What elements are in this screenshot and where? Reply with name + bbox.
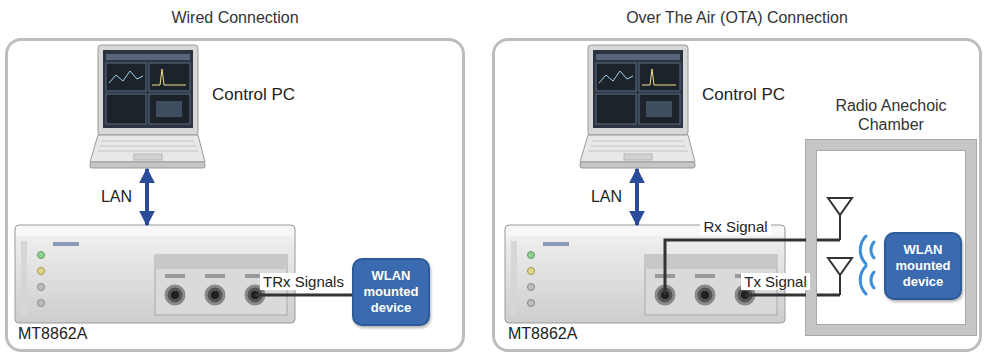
lan-arrow [635, 169, 639, 225]
anechoic-chamber: Radio Anechoic ChamberWLAN mounted devic… [806, 140, 976, 335]
instrument-label: MT8862A [18, 325, 87, 343]
connection-panel: Wired ConnectionControl PCMT8862AWLAN mo… [5, 38, 465, 352]
signal-label: Tx Signal [741, 273, 810, 290]
pc-label: Control PC [212, 85, 295, 105]
pc-label: Control PC [702, 85, 785, 105]
signal-label: TRx Signals [260, 273, 347, 290]
antenna-symbol [828, 198, 852, 240]
signal-cable [255, 294, 352, 297]
signal-cable [745, 294, 806, 297]
laptop-illustration [90, 45, 205, 168]
control-pc: Control PC [580, 45, 791, 169]
radio-waves [860, 266, 866, 294]
lan-label: LAN [588, 188, 625, 206]
radio-waves [871, 242, 874, 258]
lan-label: LAN [98, 188, 135, 206]
radio-waves [860, 236, 866, 264]
radio-waves [871, 272, 874, 288]
lan-arrow [145, 169, 149, 225]
device-box: WLAN mounted device [352, 258, 430, 326]
chamber-title: Radio Anechoic Chamber [826, 96, 956, 134]
control-pc: Control PC [90, 45, 301, 169]
device-label: WLAN mounted device [358, 268, 424, 316]
panel-title: Wired Connection [8, 9, 462, 27]
connection-panel: Over The Air (OTA) ConnectionControl PCM… [492, 38, 982, 352]
radio-waves [860, 236, 874, 294]
device-box: WLAN mounted device [884, 232, 962, 300]
instrument-illustration [15, 225, 295, 323]
instrument-label: MT8862A [508, 325, 577, 343]
antenna-symbol [828, 258, 852, 295]
device-label: WLAN mounted device [890, 242, 956, 290]
laptop-illustration [580, 45, 695, 168]
test-instrument: MT8862A [15, 225, 295, 323]
signal-label: Rx Signal [700, 218, 770, 235]
panel-title: Over The Air (OTA) Connection [495, 9, 979, 27]
